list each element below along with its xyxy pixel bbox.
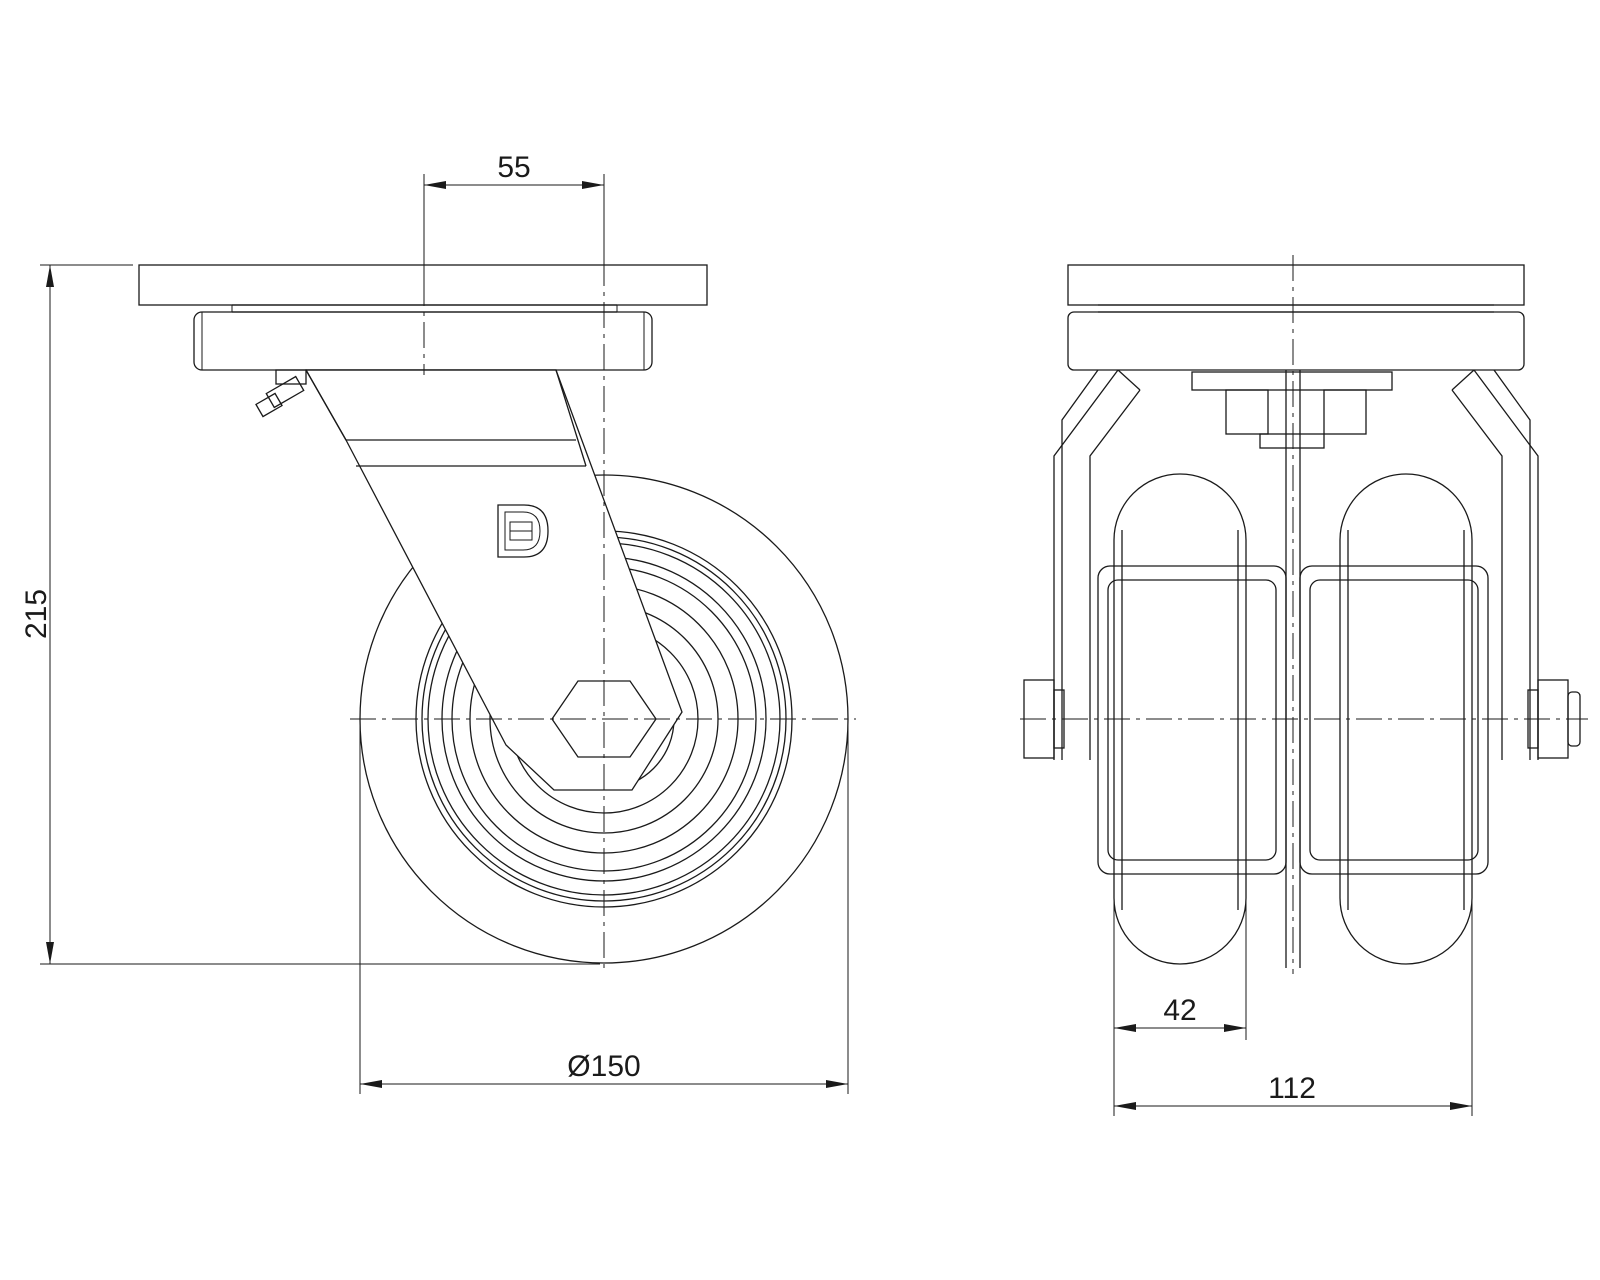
offset-label: 55 <box>497 151 530 184</box>
front-view: 55 215 Ø150 <box>20 151 856 1094</box>
fork-leg <box>304 369 683 791</box>
d-logo-icon <box>497 504 549 558</box>
height-label: 215 <box>20 589 53 639</box>
side-king-pin <box>1191 370 1393 968</box>
offset-dimension: 55 <box>423 151 605 280</box>
wheel-width-dimension: 42 <box>1113 719 1247 1040</box>
side-fork-left <box>1053 369 1141 760</box>
diameter-dimension: Ø150 <box>359 719 849 1094</box>
diameter-label: Ø150 <box>567 1050 640 1083</box>
overall-width-dimension: 112 <box>1113 900 1473 1116</box>
swivel-ring <box>193 311 653 371</box>
side-top-plate <box>1067 264 1525 306</box>
overall-width-label: 112 <box>1268 1072 1316 1105</box>
side-fork-right <box>1451 369 1539 760</box>
side-swivel-ring <box>1067 311 1525 371</box>
top-plate <box>138 264 708 306</box>
side-view: 42 112 <box>1020 255 1588 1116</box>
height-dimension: 215 <box>20 264 600 965</box>
grease-nipple <box>255 369 307 418</box>
wheel-width-label: 42 <box>1163 994 1196 1027</box>
